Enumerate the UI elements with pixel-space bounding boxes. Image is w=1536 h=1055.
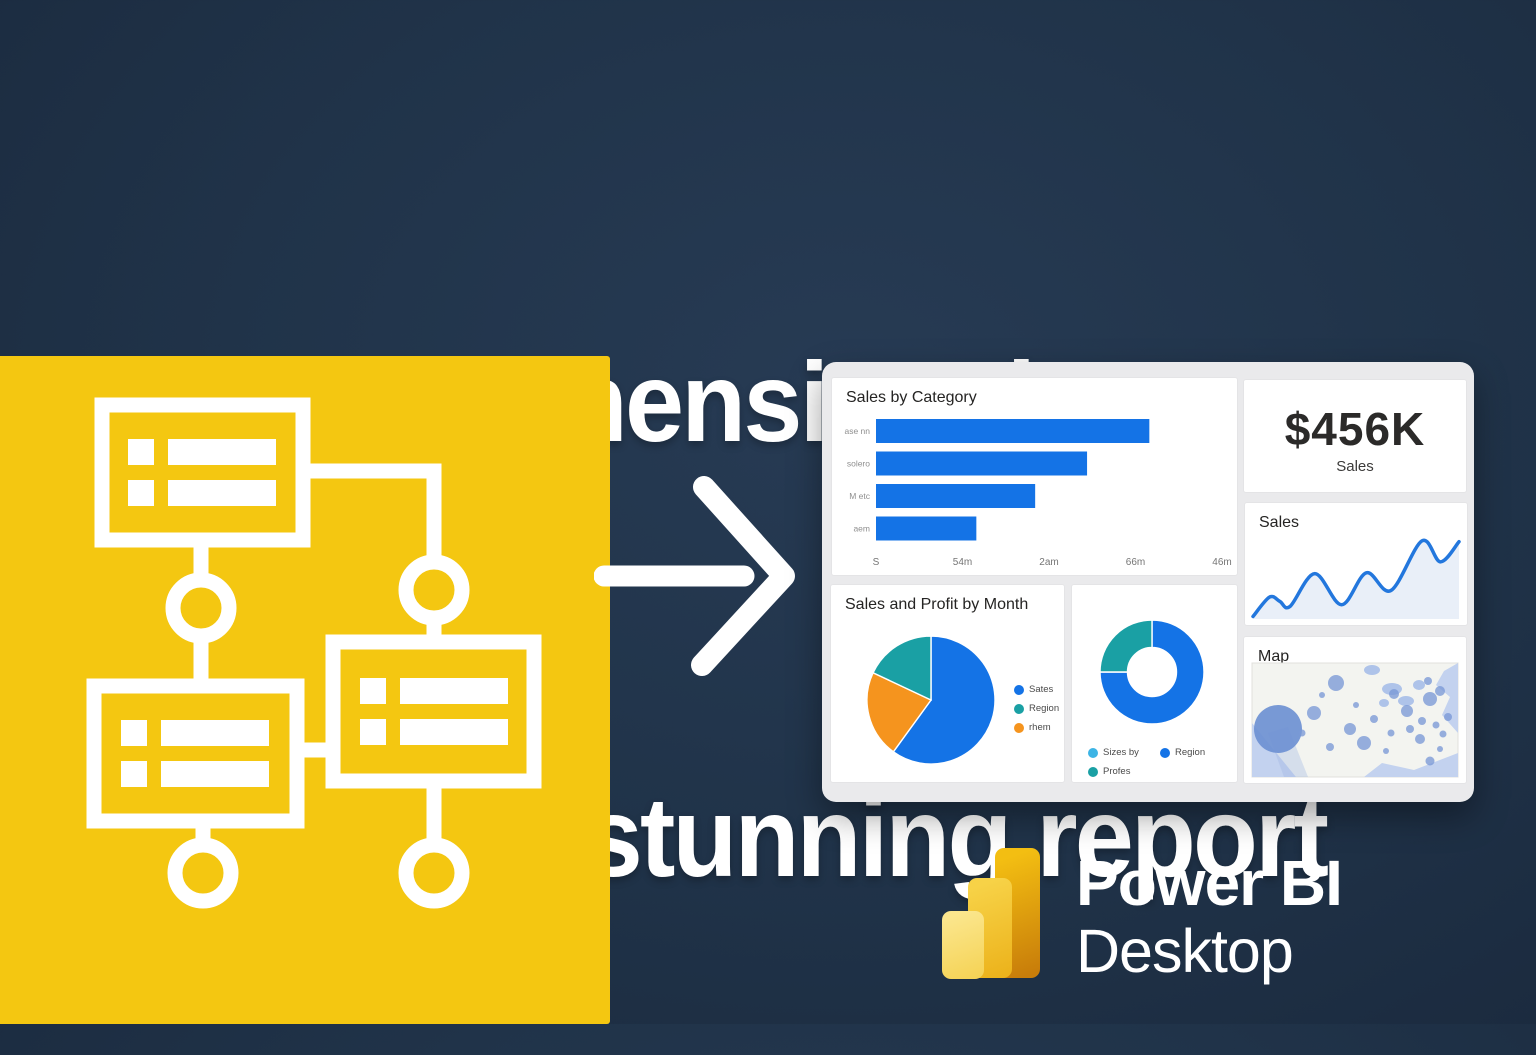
legend-dot xyxy=(1088,747,1098,758)
logo-edition-name: Desktop xyxy=(1076,917,1294,985)
legend-item: Sates xyxy=(1014,684,1053,695)
legend-dot xyxy=(1014,684,1024,695)
line-chart-title: Sales xyxy=(1259,514,1300,531)
legend-item: Profes xyxy=(1088,766,1130,777)
powerbi-logo-icon xyxy=(940,846,1042,980)
legend-item: Sizes by xyxy=(1088,747,1139,758)
promo-banner: { "page": { "title_line1": "From dimensi… xyxy=(0,0,1536,1024)
svg-text:ase nn: ase nn xyxy=(844,426,870,436)
legend-item: Region xyxy=(1014,703,1059,714)
connector-node xyxy=(165,572,237,644)
powerbi-logo-text: Power BI Desktop xyxy=(1076,847,1343,985)
table-rows xyxy=(121,439,508,787)
connector-node xyxy=(398,554,470,626)
svg-text:2am: 2am xyxy=(1039,557,1058,568)
kpi-value: $456K xyxy=(1284,403,1426,455)
bar-chart-title: Sales by Category xyxy=(846,389,977,406)
svg-text:solero: solero xyxy=(847,459,870,469)
legend-item: rhem xyxy=(1014,722,1051,733)
table-box xyxy=(86,678,305,829)
map-lakes xyxy=(1364,665,1425,707)
kpi-card: $456K Sales xyxy=(1244,380,1466,492)
dimensional-model-icon xyxy=(86,397,542,909)
legend-dot xyxy=(1014,703,1024,714)
map-card: Map xyxy=(1244,637,1466,783)
map-title: Map xyxy=(1258,648,1290,665)
svg-text:S: S xyxy=(873,557,880,568)
yellow-panel xyxy=(0,356,610,1024)
legend-dot xyxy=(1160,747,1170,758)
table-box xyxy=(325,634,542,789)
arrow-head xyxy=(691,476,795,676)
table-box xyxy=(94,397,311,548)
svg-text:66m: 66m xyxy=(1126,557,1145,568)
map-graphic xyxy=(1251,662,1459,778)
legend-item: Region xyxy=(1160,747,1205,758)
legend-dot xyxy=(1014,722,1024,733)
legend-dot xyxy=(1088,766,1098,777)
map-bubbles xyxy=(1254,675,1452,766)
connector-line xyxy=(303,463,442,560)
svg-text:46m: 46m xyxy=(1212,557,1231,568)
line-chart-card: Sales xyxy=(1245,503,1467,625)
connector-node xyxy=(398,837,470,909)
svg-text:54m: 54m xyxy=(953,557,972,568)
kpi-label: Sales xyxy=(1336,458,1374,475)
svg-text:aem: aem xyxy=(853,524,870,534)
pie-chart-title: Sales and Profit by Month xyxy=(845,596,1029,613)
svg-text:M etc: M etc xyxy=(849,491,871,501)
transform-arrow xyxy=(593,474,799,684)
connector-node xyxy=(167,837,239,909)
logo-bar-short xyxy=(942,911,984,979)
logo-product-name: Power BI xyxy=(1076,847,1343,919)
